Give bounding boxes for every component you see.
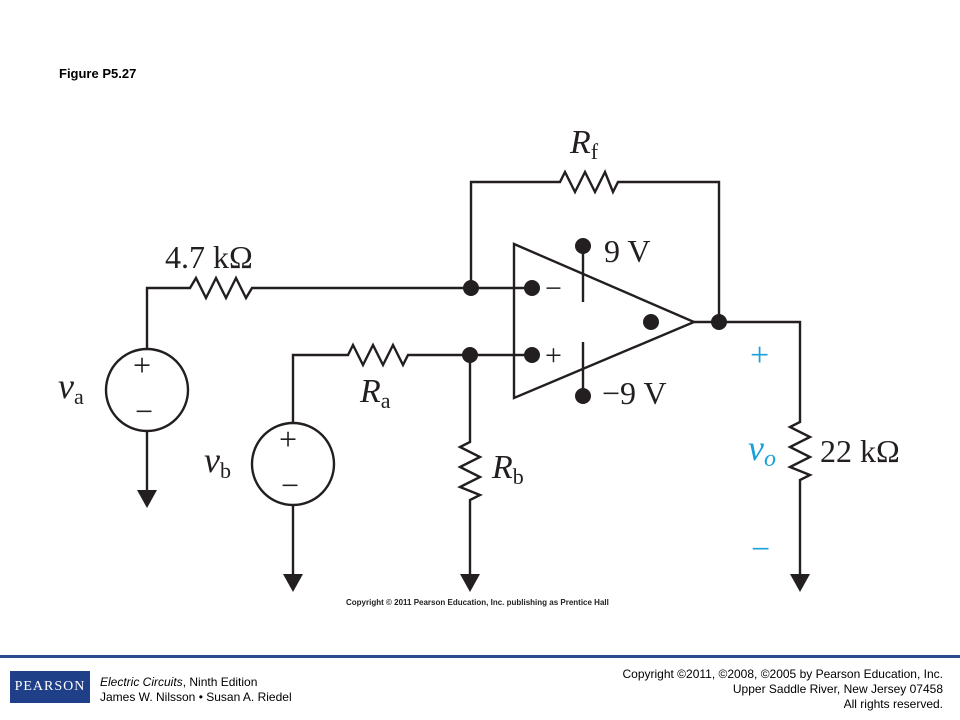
label-ra: Ra [359,373,391,413]
book-title: Electric Circuits [100,675,183,689]
label-rb: Rb [491,449,524,489]
label-inv-sign: − [545,272,562,305]
label-vo-plus: + [750,337,769,374]
ground-arrow-va [137,490,157,508]
pearson-logo: PEARSON [10,671,90,703]
footer-divider [0,655,960,658]
publisher-copyright: Copyright ©2011, ©2008, ©2005 by Pearson… [622,667,943,681]
label-va-plus: + [133,347,151,383]
source-va [104,347,190,433]
wire-ra [291,342,532,422]
label-vb-minus: − [281,467,299,503]
node-supply-pos [575,238,591,254]
label-va-minus: − [135,393,153,429]
label-r-load: 22 kΩ [820,433,900,469]
book-info: Electric Circuits, Ninth Edition James W… [100,675,292,705]
label-vb-plus: + [279,421,297,457]
label-rf: Rf [569,124,599,164]
label-noninv-sign: + [545,339,562,372]
label-supply-pos: 9 V [604,233,651,269]
wire-feedback [469,169,721,322]
ground-arrow-rb [460,574,480,592]
image-copyright: Copyright © 2011 Pearson Education, Inc.… [346,598,609,607]
label-va: va [58,366,84,409]
node-inv-terminal [524,280,540,296]
wire-input-va [145,275,532,348]
node-supply-neg [575,388,591,404]
label-supply-neg: −9 V [602,375,667,411]
label-vo-minus: − [751,531,770,568]
label-r-input: 4.7 kΩ [165,239,253,275]
book-authors: James W. Nilsson • Susan A. Riedel [100,690,292,704]
label-vo: vo [748,428,776,472]
publisher-address: Upper Saddle River, New Jersey 07458 [732,682,943,696]
source-vb [250,421,336,507]
ground-arrow-vb [283,574,303,592]
circuit-diagram: Rf 4.7 kΩ 9 V −9 V − + Ra Rb va vb + − +… [58,124,900,592]
op-amp-body [512,242,698,400]
book-edition: , Ninth Edition [182,675,258,689]
ground-arrow-load [790,574,810,592]
node-noninv-terminal [524,347,540,363]
wire-rb [457,355,483,574]
label-vb: vb [204,440,231,483]
publisher-rights-reserved: All rights reserved. [843,697,943,711]
figure-title: Figure P5.27 [59,66,137,81]
node-output [711,314,727,330]
node-noninv-junction [462,347,478,363]
publisher-rights: Copyright ©2011, ©2008, ©2005 by Pearson… [622,667,943,712]
node-opamp-output [643,314,659,330]
wire-output [694,320,813,574]
node-inv-junction [463,280,479,296]
